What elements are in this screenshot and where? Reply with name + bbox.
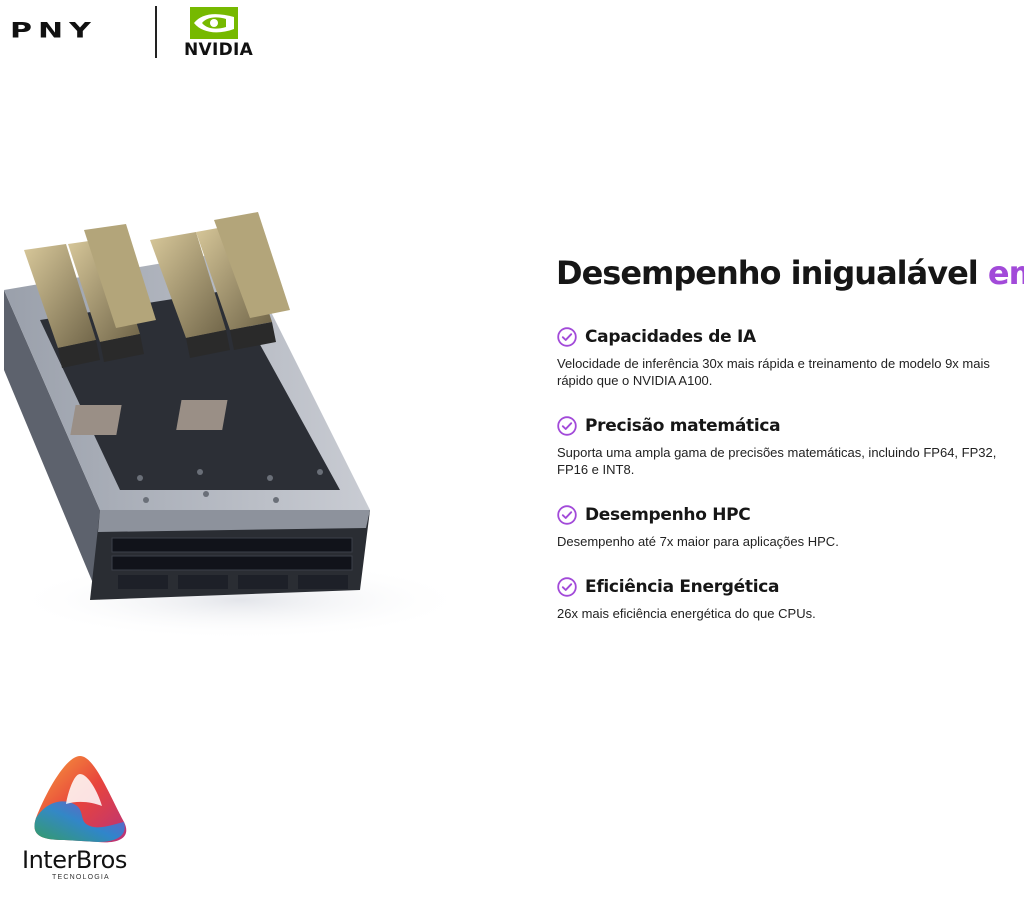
nvidia-eye-icon <box>190 7 238 39</box>
feature-item: Capacidades de IA Velocidade de inferênc… <box>557 327 1022 389</box>
feature-item: Precisão matemática Suporta uma ampla ga… <box>557 416 1022 478</box>
feature-title: Eficiência Energética <box>585 577 780 597</box>
check-circle-icon <box>557 505 577 525</box>
heading-text: Desempenho inigualável <box>556 254 988 292</box>
section-heading: Desempenho inigualável em... <box>556 254 1024 292</box>
feature-item: Eficiência Energética 26x mais eficiênci… <box>557 577 1022 622</box>
check-circle-icon <box>557 577 577 597</box>
feature-title: Desempenho HPC <box>585 505 751 525</box>
feature-description: Suporta uma ampla gama de precisões mate… <box>557 445 997 477</box>
feature-title: Capacidades de IA <box>585 327 756 347</box>
check-circle-icon <box>557 327 577 347</box>
pny-logo: PNY <box>10 18 97 44</box>
feature-description: Desempenho até 7x maior para aplicações … <box>557 534 839 549</box>
feature-item: Desempenho HPC Desempenho até 7x maior p… <box>557 505 1022 550</box>
interbros-logo-icon <box>34 756 127 843</box>
feature-description: Velocidade de inferência 30x mais rápida… <box>557 356 990 388</box>
nvidia-wordmark: NVIDIA <box>184 40 254 60</box>
logo-divider <box>155 6 157 58</box>
check-circle-icon <box>557 416 577 436</box>
interbros-wordmark: InterBros <box>22 846 127 874</box>
feature-title: Precisão matemática <box>585 416 781 436</box>
gpu-server-image <box>4 212 470 640</box>
heading-accent: em... <box>987 254 1024 292</box>
interbros-tagline: TECNOLOGIA <box>52 874 110 881</box>
feature-description: 26x mais eficiência energética do que CP… <box>557 606 816 621</box>
